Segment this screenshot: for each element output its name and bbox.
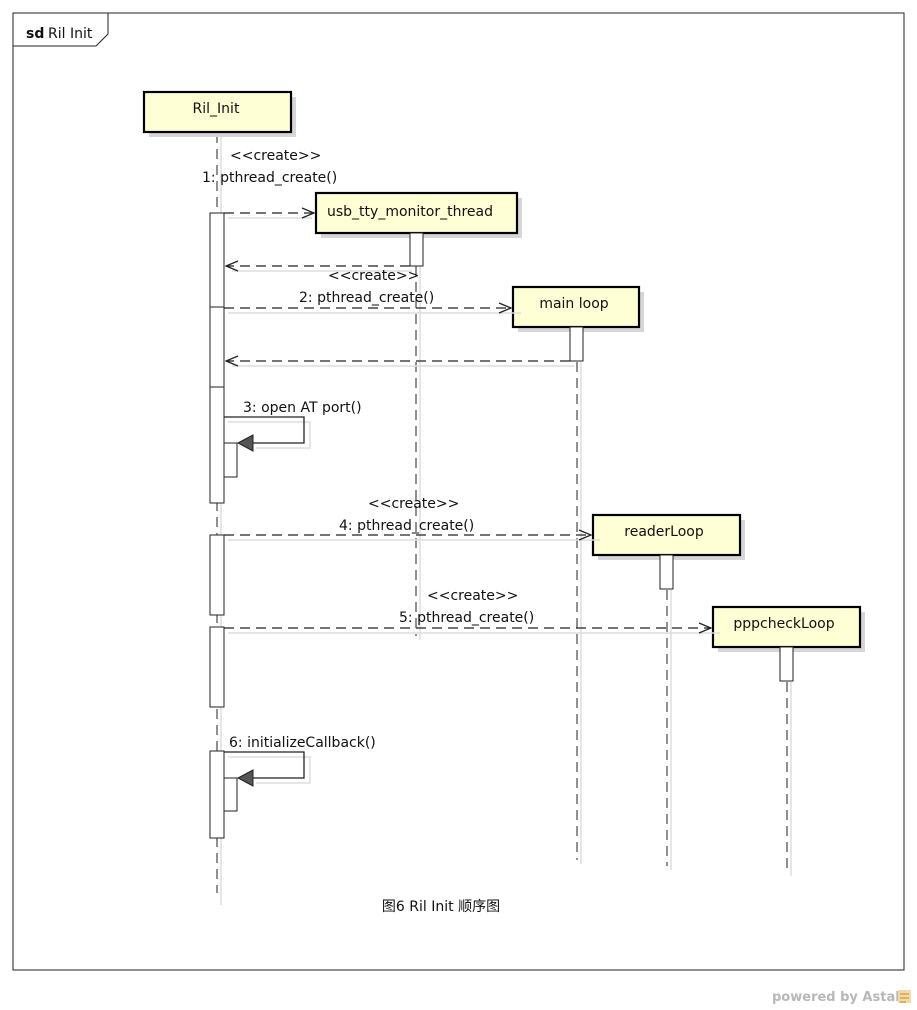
lifeline-label: usb_tty_monitor_thread — [327, 204, 493, 220]
frame-keyword: sd — [26, 26, 44, 42]
message-label: 5: pthread_create() — [399, 610, 534, 626]
message-label: 2: pthread_create() — [299, 290, 434, 306]
message-stereotype: <<create>> — [328, 268, 419, 284]
lifeline-pppcheck-loop[interactable]: pppcheckLoop — [711, 605, 865, 876]
message-stereotype: <<create>> — [230, 148, 321, 164]
lifeline-label: Ril_Init — [193, 101, 240, 117]
message-stereotype: <<create>> — [427, 588, 518, 604]
nested-activation-bar — [223, 442, 238, 478]
message-2-create[interactable]: <<create>> 2: pthread_create() — [224, 268, 521, 314]
activation-bar — [209, 534, 225, 616]
lifeline-label: main loop — [539, 296, 608, 312]
activation-bar — [569, 326, 584, 362]
message-label: 4: pthread_create() — [339, 518, 474, 534]
message-label: 3: open AT port() — [243, 400, 362, 416]
message-2-return[interactable] — [226, 361, 574, 367]
message-3-self-call[interactable]: 3: open AT port() — [224, 400, 362, 452]
message-6-self-call[interactable]: 6: initializeCallback() — [224, 735, 376, 787]
message-4-create[interactable]: <<create>> 4: pthread_create() — [224, 496, 600, 541]
message-5-create[interactable]: <<create>> 5: pthread_create() — [224, 588, 720, 634]
activation-bar — [659, 554, 674, 590]
diagram-frame: sd Ril Init — [12, 12, 905, 971]
message-stereotype: <<create>> — [368, 496, 459, 512]
activation-bar — [409, 232, 424, 267]
lifeline-label: pppcheckLoop — [733, 616, 834, 632]
nested-activation-bar — [223, 777, 238, 812]
lifeline-main-loop[interactable]: main loop — [511, 285, 644, 864]
message-1-return[interactable] — [226, 266, 412, 272]
frame-name: Ril Init — [48, 26, 93, 42]
lifeline-label: readerLoop — [624, 524, 704, 540]
astah-logo-icon — [898, 990, 911, 1003]
activation-bar — [209, 750, 225, 839]
activation-bar — [779, 646, 794, 682]
activation-bar — [209, 212, 225, 504]
activation-bar — [209, 626, 225, 708]
ril-init-activations — [209, 212, 238, 839]
message-label: 6: initializeCallback() — [229, 735, 376, 751]
astah-watermark: powered by Astah — [772, 990, 911, 1005]
diagram-caption: 图6 Ril Init 顺序图 — [382, 899, 500, 915]
watermark-text: powered by Astah — [772, 990, 904, 1005]
message-label: 1: pthread_create() — [202, 170, 337, 186]
lifeline-reader-loop[interactable]: readerLoop — [591, 513, 745, 870]
message-1-create[interactable]: <<create>> 1: pthread_create() — [202, 148, 337, 219]
lifeline-usb-tty-monitor-thread[interactable]: usb_tty_monitor_thread — [314, 191, 522, 640]
